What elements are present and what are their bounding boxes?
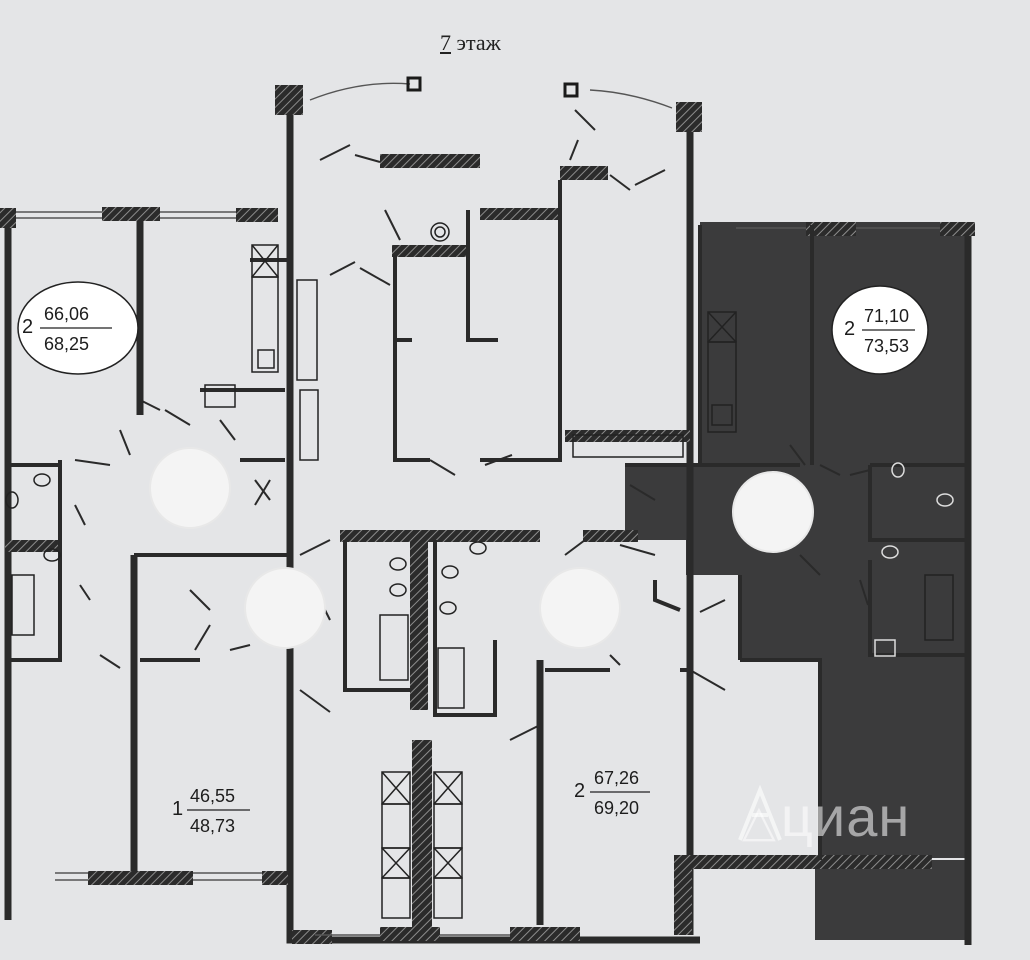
living-area: 67,26 xyxy=(594,768,640,788)
watermark-text: циан xyxy=(780,785,911,848)
cian-logo-icon xyxy=(738,784,782,841)
living-area: 66,06 xyxy=(44,304,90,324)
inner-walls xyxy=(10,180,968,930)
doors xyxy=(74,109,871,741)
rooms-count: 1 xyxy=(172,798,184,820)
windows xyxy=(16,82,940,936)
rooms-count: 2 xyxy=(22,316,34,338)
floor-number: 7 xyxy=(440,30,451,55)
hatched-walls xyxy=(0,85,975,944)
rooms-count: 2 xyxy=(574,780,586,802)
cian-mark-icon: △ xyxy=(742,797,777,846)
fraction-lines xyxy=(40,327,915,811)
total-area: 48,73 xyxy=(190,816,236,836)
living-area: 46,55 xyxy=(190,786,236,806)
shaft-blocks xyxy=(204,279,684,461)
kitchen-counters xyxy=(251,276,737,919)
total-area: 69,20 xyxy=(594,798,640,818)
bathroom-fixtures xyxy=(5,222,954,709)
rooms-count: 2 xyxy=(844,318,856,340)
blurred-markers xyxy=(149,447,814,649)
living-area: 71,10 xyxy=(864,306,910,326)
total-area: 68,25 xyxy=(44,334,90,354)
watermark: △циан xyxy=(742,784,910,849)
floor-title: 7 этаж xyxy=(440,30,501,56)
floor-suffix: этаж xyxy=(456,30,501,55)
total-area: 73,53 xyxy=(864,336,910,356)
columns xyxy=(406,76,579,98)
